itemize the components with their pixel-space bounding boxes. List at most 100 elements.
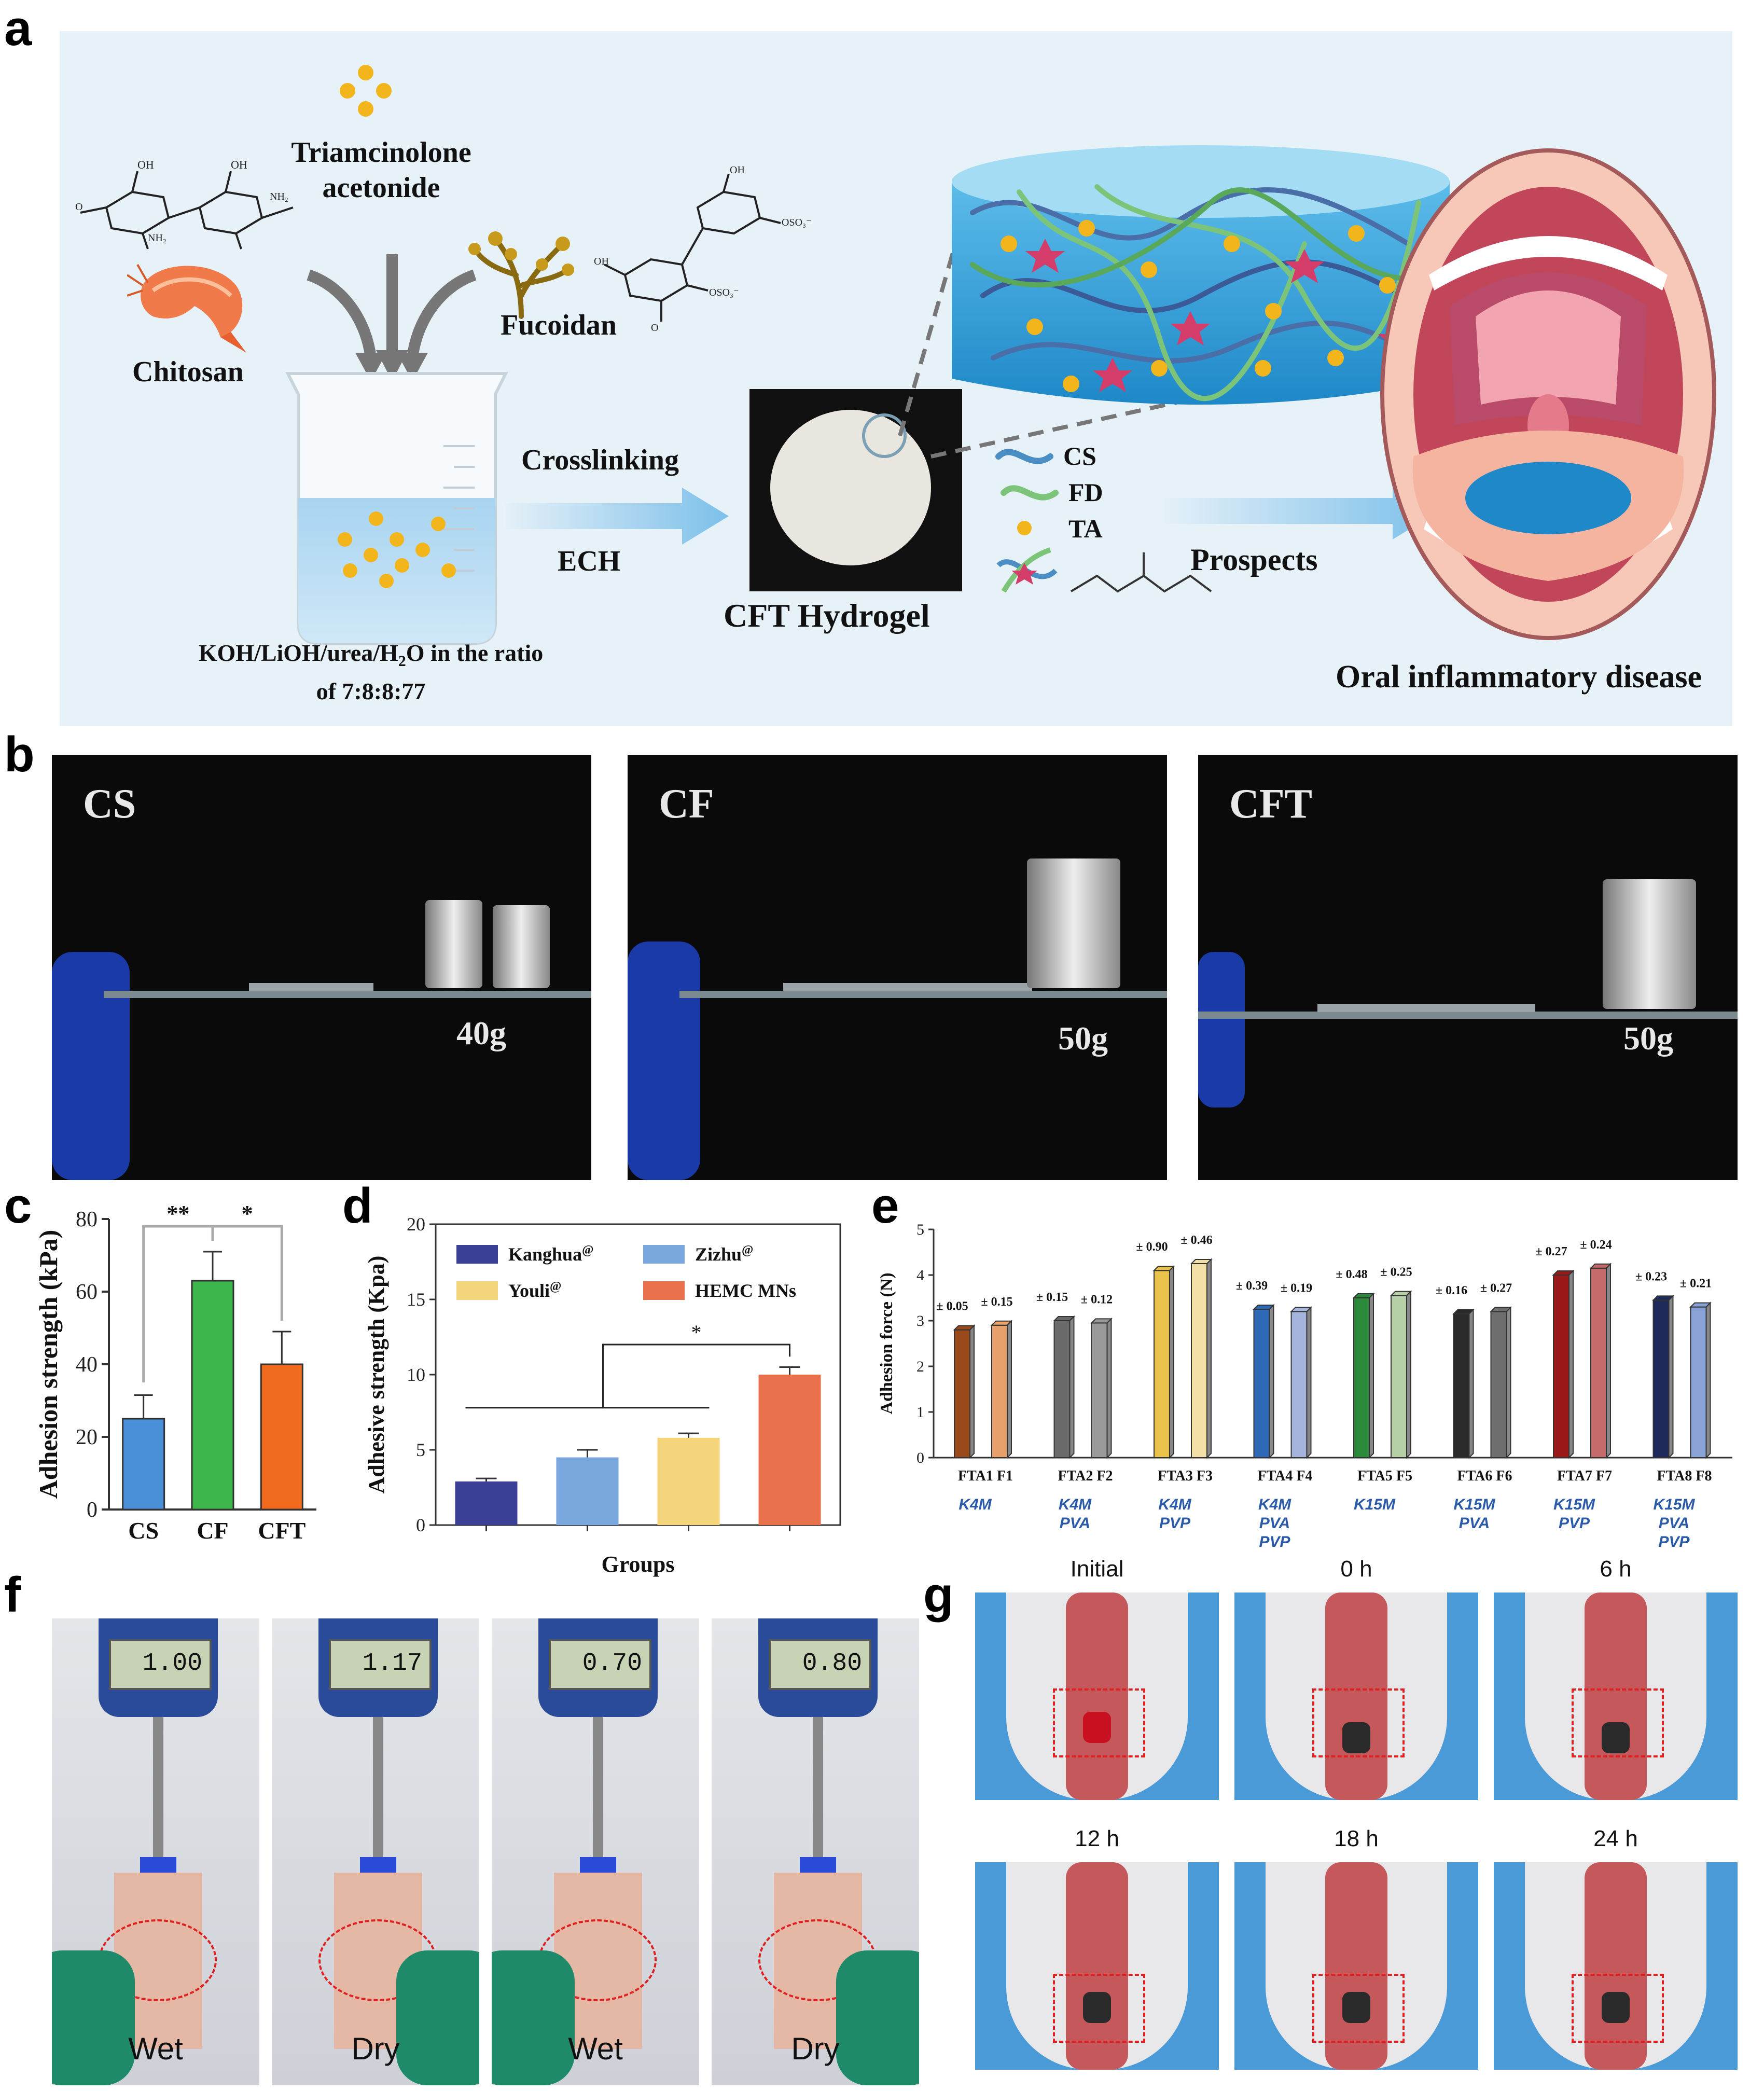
y-axis-label: Adhesion force (N) (877, 1272, 896, 1414)
weight-icon (493, 905, 550, 988)
y-tick-label: 20 (407, 1214, 425, 1235)
x-tick-label: FTA6 F6 (1457, 1468, 1512, 1484)
bar (1253, 1309, 1270, 1458)
error-label: ± 0.21 (1680, 1277, 1712, 1291)
rat-oral-photo (1234, 1862, 1478, 2070)
svg-text:OH: OH (594, 256, 609, 267)
svg-text:O: O (75, 201, 82, 213)
error-label: ± 0.25 (1380, 1266, 1412, 1279)
bar (1053, 1320, 1071, 1458)
svg-text:OH: OH (231, 158, 247, 171)
legend-swatch (456, 1281, 498, 1300)
bar-side (1069, 1315, 1075, 1459)
gauge-hook (593, 1717, 603, 1862)
glove-icon (52, 952, 130, 1180)
svg-text:O: O (651, 322, 658, 332)
significance-bracket (211, 1225, 283, 1321)
y-tick-label: 40 (76, 1353, 98, 1377)
bar (1652, 1299, 1670, 1458)
hydrogel-network-icon (952, 145, 1450, 405)
gauge-screen (549, 1639, 651, 1690)
adhesion-test-photo: 0.70 Wet (492, 1618, 699, 2085)
y-tick-label: 0 (87, 1498, 98, 1522)
bar (1490, 1311, 1507, 1458)
bar-side (1169, 1265, 1174, 1459)
significance-label: * (691, 1321, 702, 1344)
glove (396, 1950, 479, 2085)
error-label: ± 0.90 (1136, 1240, 1168, 1254)
drug-label: Triamcinolone acetonide (291, 136, 471, 204)
panel-label-d: d (342, 1178, 373, 1234)
error-label: ± 0.19 (1281, 1281, 1312, 1295)
network-legend (995, 449, 1212, 593)
rat-mouth (1325, 1862, 1387, 2070)
bar-side (1606, 1263, 1611, 1459)
adhesion-test-photo: 1.00 Wet (52, 1618, 259, 2085)
region-box (1572, 1974, 1664, 2043)
x-sublabel: PVA (1060, 1515, 1090, 1532)
x-sublabel: K4M (1158, 1496, 1191, 1513)
panel-g-photos: Initial 0 h 6 h 12 h 18 h 24 h (975, 1556, 1753, 2085)
bar-side (1705, 1301, 1711, 1459)
bar-side (1506, 1306, 1511, 1459)
error-label: ± 0.48 (1336, 1268, 1367, 1281)
chitosan-label: Chitosan (132, 356, 244, 388)
gauge-hook (153, 1717, 163, 1862)
bar-side (1568, 1269, 1574, 1459)
prospects-label: Prospects (1190, 543, 1318, 577)
x-sublabel: K4M (1059, 1496, 1092, 1513)
rat-oral-photo (975, 1593, 1219, 1800)
rat-mouth (1325, 1593, 1387, 1800)
panel-label-f: f (4, 1567, 21, 1623)
x-tick-label: FTA4 F4 (1257, 1468, 1312, 1484)
gauge-hook (813, 1717, 823, 1862)
weight-label-cs: 40g (456, 1015, 506, 1051)
bar (1553, 1275, 1569, 1458)
bar-side (1306, 1306, 1312, 1459)
bar-side (1206, 1258, 1212, 1459)
rat-mouth (1585, 1862, 1647, 2070)
bar (1590, 1267, 1607, 1459)
y-tick-label: 20 (76, 1425, 98, 1449)
svg-text:OSO₃⁻: OSO₃⁻ (782, 217, 812, 228)
legend-label: Kanghua@ (508, 1243, 593, 1265)
y-tick-label: 0 (416, 1515, 425, 1535)
legend-label: Zizhu@ (695, 1243, 753, 1265)
ech-label: ECH (558, 545, 621, 577)
significance-label: * (242, 1201, 253, 1226)
bar (1453, 1313, 1470, 1459)
bar (1154, 1270, 1170, 1458)
x-tick-label: FTA1 F1 (958, 1468, 1013, 1484)
timepoint-label: Initial (1070, 1556, 1124, 1582)
bar (1191, 1263, 1207, 1458)
y-tick-label: 0 (916, 1449, 924, 1466)
legend-sup: @ (550, 1280, 561, 1293)
significance-label: ** (166, 1201, 189, 1226)
gauge-reading: 1.17 (362, 1650, 422, 1678)
y-tick-label: 2 (916, 1358, 924, 1375)
condition-label: Dry (791, 2031, 840, 2066)
x-tick-label: FTA2 F2 (1058, 1468, 1113, 1484)
glove (52, 1950, 135, 2085)
legend-label: Youli@ (508, 1280, 561, 1301)
svg-text:NH₂: NH₂ (270, 191, 288, 202)
sample (1083, 1992, 1111, 2023)
bar (758, 1375, 821, 1525)
cft-hydrogel-label: CFT Hydrogel (724, 597, 930, 634)
bar (1391, 1295, 1407, 1458)
rat-oral-photo (975, 1862, 1219, 2070)
region-box (1312, 1688, 1405, 1757)
crosslinking-label: Crosslinking (521, 444, 679, 476)
bar (657, 1437, 720, 1525)
error-label: ± 0.15 (1036, 1291, 1068, 1304)
adhesion-photo-cf: CF 50g (628, 755, 1167, 1180)
weight-icon (425, 900, 482, 988)
timepoint-label: 12 h (1075, 1826, 1119, 1851)
adhesion-photo-cs: CS 40g (52, 755, 591, 1180)
x-sublabel: K15M (1653, 1496, 1695, 1513)
x-tick-label: FTA8 F8 (1657, 1468, 1712, 1484)
rat-oral-photo (1234, 1593, 1478, 1800)
